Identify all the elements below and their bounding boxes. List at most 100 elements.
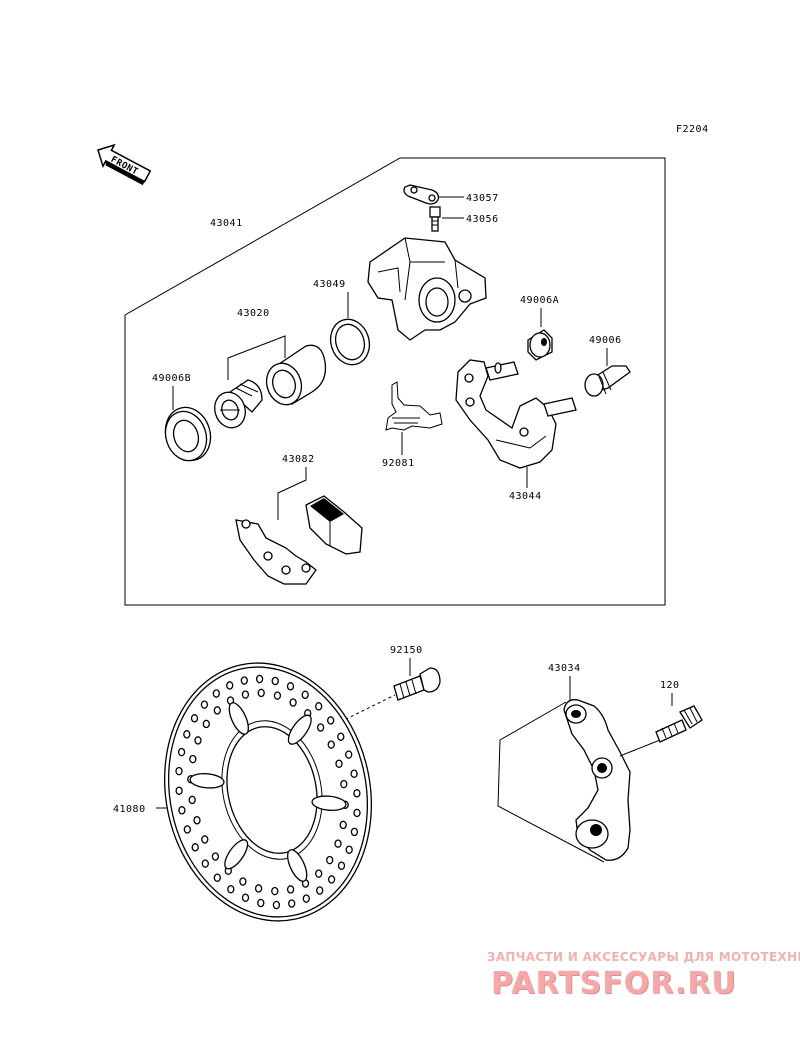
label-43034: 43034 [548,663,581,674]
disc-vent-hole [257,688,265,698]
disc-vent-hole [350,827,359,837]
disc-slot [286,849,308,882]
leader-43020 [227,335,286,380]
disc-vent-hole [350,769,358,778]
disc-vent-hole [191,843,199,852]
disc-slot [311,795,347,811]
disc-vent-hole [201,859,209,868]
disc-vent-hole [175,766,183,776]
disc-vent-hole [201,835,209,844]
disc-vent-hole [327,875,336,884]
disc-vent-hole [239,877,247,886]
label-92081: 92081 [382,458,415,469]
brake-pads-43082 [235,495,363,585]
piston-seal-43049 [329,318,371,366]
disc-center-bore [226,726,318,854]
disc-vent-hole [315,869,323,878]
bleeder-valve-43056 [429,206,441,232]
disc-vent-hole [189,754,197,764]
boot-49006 [584,365,631,397]
disc-vent-hole [337,861,346,870]
bolt-92150 [339,667,441,723]
disc-vent-hole [240,676,248,685]
disc-vent-hole [334,839,342,848]
disc-vent-hole [316,723,325,732]
disc-vent-hole [301,690,309,700]
caliper-assembly-frame [124,157,666,606]
disc-vent-hole [227,884,235,894]
leader-43082 [277,467,307,520]
disc-slot [224,839,249,870]
disc-vent-hole [272,900,281,910]
label-43056: 43056 [466,214,499,225]
disc-vent-hole [326,855,334,865]
label-49006B: 49006B [152,373,191,384]
bleeder-cap-43057 [403,184,440,205]
watermark-logo: PARTSFOR.RU [491,966,737,1001]
label-41080: 41080 [113,804,146,815]
disc-vent-hole [337,732,345,741]
disc-slot [228,702,250,735]
disc-vent-hole [175,786,183,795]
disc-vent-hole [345,845,353,854]
caliper-bracket-43044 [455,359,577,469]
disc-vent-hole [286,682,295,691]
disc-vent-hole [241,690,250,699]
front-arrow-icon: FRONT [97,143,152,186]
label-49006A: 49006A [520,295,559,306]
disc-vent-hole [183,730,191,739]
disc-vent-hole [190,714,199,723]
disc-vent-hole [257,898,265,908]
disc-vent-hole [327,716,335,725]
disc-vent-hole [273,691,282,700]
disc-vent-hole [213,706,221,715]
disc-vent-hole [271,676,279,686]
label-43041: 43041 [210,218,243,229]
brake-disc-41080 [163,662,373,922]
disc-vent-hole [335,759,343,768]
disc-vent-hole [226,681,234,690]
disc-vent-hole [327,740,335,749]
disc-vent-hole [315,702,323,711]
disc-vent-hole [183,825,191,834]
adjuster-nut [214,379,263,429]
disc-vent-hole [200,700,209,709]
disc-vent-hole [353,789,361,798]
disc-vent-hole [316,886,324,895]
disc-slot [287,714,312,745]
label-43082: 43082 [282,454,315,465]
label-43020: 43020 [237,308,270,319]
disc-vent-hole [188,795,196,805]
disc-vent-hole [271,886,279,896]
pad-spring-92081 [385,381,443,431]
watermark-tagline: ЗАПЧАСТИ И АКСЕССУАРЫ ДЛЯ МОТОТЕХНИКИ [487,950,800,964]
figure-code: F2204 [676,124,709,135]
label-120: 120 [660,680,680,691]
piston [265,344,327,406]
boot-49006A [527,329,553,361]
disc-vent-hole [212,689,220,698]
bolt-120 [655,705,703,743]
disc-vent-hole [177,747,186,757]
disc-vent-hole [345,750,353,759]
disc-vent-hole [302,894,310,903]
label-92150: 92150 [390,645,423,656]
disc-vent-hole [286,885,295,894]
label-43057: 43057 [466,193,499,204]
disc-vent-hole [353,808,361,818]
label-43044: 43044 [509,491,542,502]
disc-slot [189,773,225,789]
disc-vent-hole [255,674,264,684]
disc-vent-hole [254,884,263,893]
disc-vent-hole [202,719,210,729]
disc-vent-hole [211,852,220,861]
disc-vent-hole [241,893,250,902]
caliper-body [367,237,487,341]
caliper-holder-43034 [497,699,661,863]
disc-vent-hole [193,816,201,825]
disc-vent-hole [194,736,202,745]
disc-vent-hole [213,873,221,882]
disc-vent-hole [289,698,297,707]
disc-vent-hole [339,820,347,830]
